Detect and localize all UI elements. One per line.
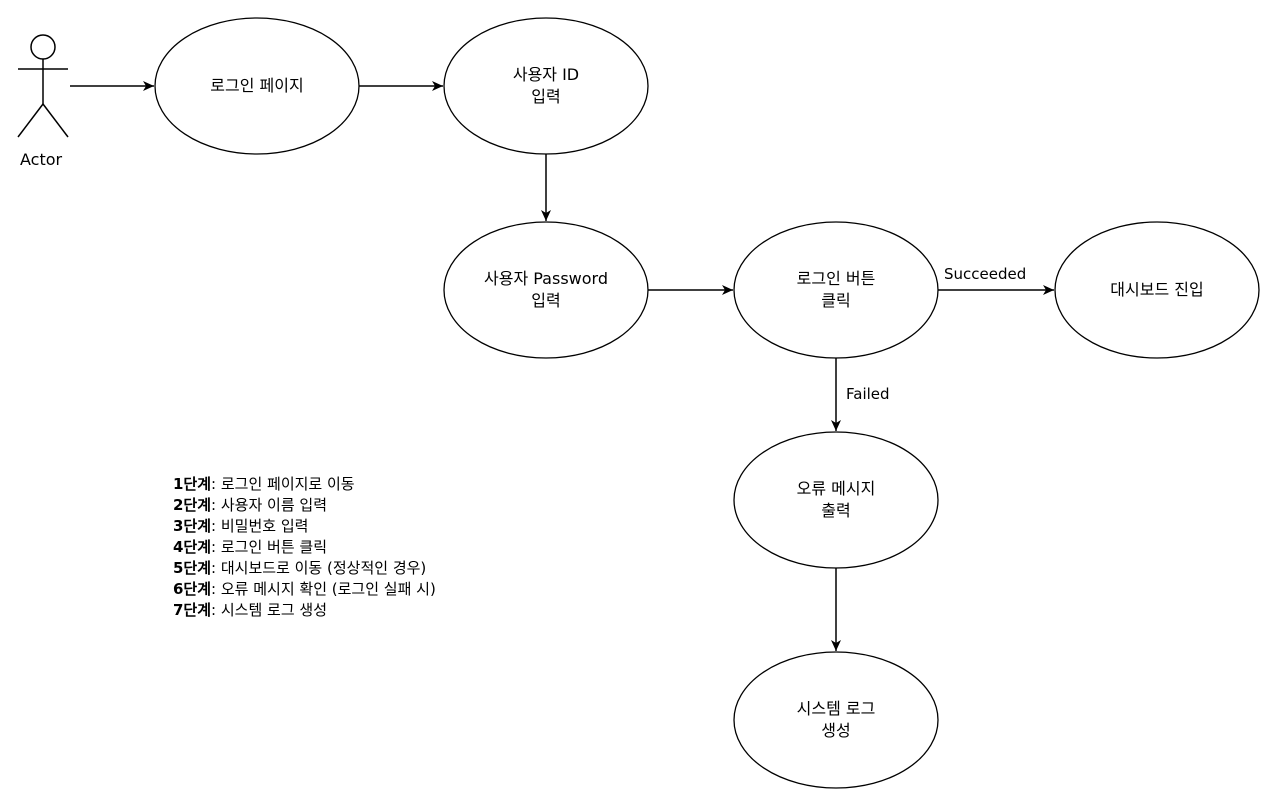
- step-item: 2단계: 사용자 이름 입력: [173, 495, 436, 516]
- edge-label-failed: Failed: [846, 385, 890, 403]
- node-text: 오류 메시지: [796, 479, 876, 498]
- actor-icon: [17, 34, 69, 138]
- step-text: : 시스템 로그 생성: [211, 601, 328, 619]
- node-text: 로그인 페이지: [210, 76, 304, 95]
- node-text: 로그인 버튼: [796, 269, 876, 288]
- step-text: : 대시보드로 이동 (정상적인 경우): [211, 559, 427, 577]
- node-system-log: [733, 651, 939, 789]
- node-label-system-log: 시스템 로그 생성: [734, 652, 938, 788]
- node-text: 사용자 Password: [484, 269, 608, 288]
- node-text: 입력: [531, 87, 561, 106]
- step-text: : 로그인 페이지로 이동: [211, 475, 355, 493]
- actor-label: Actor: [20, 150, 63, 169]
- step-number: 6단계: [173, 580, 212, 598]
- step-item: 5단계: 대시보드로 이동 (정상적인 경우): [173, 558, 436, 579]
- node-text: 사용자 ID: [512, 65, 580, 84]
- step-number: 2단계: [173, 496, 212, 514]
- node-label-dashboard: 대시보드 진입: [1055, 222, 1259, 358]
- step-item: 6단계: 오류 메시지 확인 (로그인 실패 시): [173, 579, 436, 600]
- step-item: 4단계: 로그인 버튼 클릭: [173, 537, 436, 558]
- node-text: 시스템 로그: [796, 699, 876, 718]
- node-text: 대시보드 진입: [1110, 280, 1204, 299]
- steps-list: 1단계: 로그인 페이지로 이동 2단계: 사용자 이름 입력 3단계: 비밀번…: [173, 474, 436, 621]
- step-item: 7단계: 시스템 로그 생성: [173, 600, 436, 621]
- step-number: 7단계: [173, 601, 212, 619]
- step-text: : 오류 메시지 확인 (로그인 실패 시): [211, 580, 436, 598]
- node-text: 생성: [821, 721, 851, 740]
- node-label-login-click: 로그인 버튼 클릭: [734, 222, 938, 358]
- step-number: 4단계: [173, 538, 212, 556]
- step-item: 3단계: 비밀번호 입력: [173, 516, 436, 537]
- node-dashboard: [1054, 221, 1260, 359]
- node-text: 출력: [821, 501, 851, 520]
- step-text: : 비밀번호 입력: [211, 517, 309, 535]
- node-label-login-page: 로그인 페이지: [155, 18, 359, 154]
- step-number: 5단계: [173, 559, 212, 577]
- step-item: 1단계: 로그인 페이지로 이동: [173, 474, 436, 495]
- node-text: 입력: [531, 291, 561, 310]
- node-label-user-password: 사용자 Password 입력: [444, 222, 648, 358]
- edge-label-succeeded: Succeeded: [944, 265, 1027, 283]
- step-number: 1단계: [173, 475, 212, 493]
- node-label-error-message: 오류 메시지 출력: [734, 432, 938, 568]
- node-label-user-id: 사용자 ID 입력: [444, 18, 648, 154]
- step-text: : 로그인 버튼 클릭: [211, 538, 328, 556]
- step-number: 3단계: [173, 517, 212, 535]
- step-text: : 사용자 이름 입력: [211, 496, 328, 514]
- node-text: 클릭: [821, 291, 851, 310]
